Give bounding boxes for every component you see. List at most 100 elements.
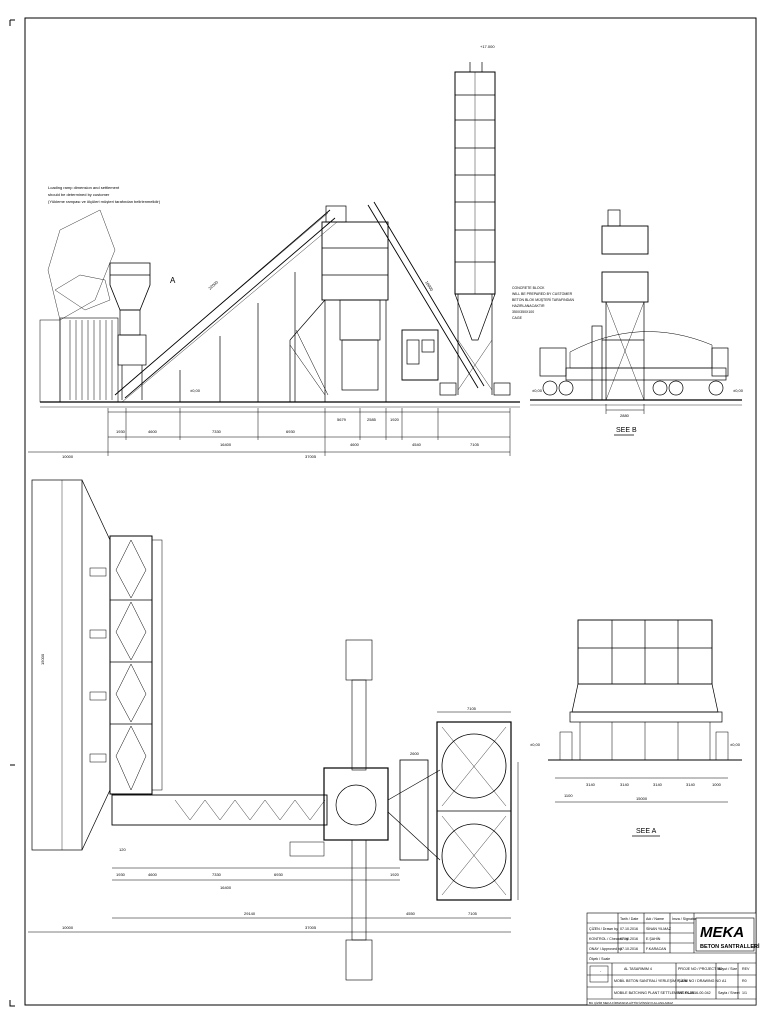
title-block-text: Tarih / Date Adı / Name İmza / Signature… (589, 916, 750, 1005)
dim-text: 10000 (62, 454, 74, 459)
elevation-dim-row2: 16400 4600 4540 7105 10000 37005 (62, 442, 480, 459)
title-line: AL TASARIMIM 4 (624, 967, 652, 971)
dim-text: 5679 (337, 417, 347, 422)
row-date: 07.10.2016 (620, 927, 638, 931)
dim-text: 1930 (116, 429, 126, 434)
col-header: İmza / Signature (672, 916, 698, 921)
note-line: 350X350X100 (512, 310, 534, 314)
note-line: (Yükleme rampası ve ölçüleri müşteri tar… (48, 199, 161, 204)
scale-value: - (600, 969, 602, 973)
title-block-footer: BU ÇİZİM MEKA FİRMASINA AİTTİR İZİNSİZ K… (589, 1000, 673, 1005)
meka-logo: MEKA BETON SANTRALLERİ (695, 917, 760, 952)
silo-top-label: +17.000 (480, 44, 495, 49)
dim-text: 16400 (220, 442, 232, 447)
drawing-frame (24, 17, 757, 1006)
concrete-note: CONCRETE BLOCK WILL BE PREPARED BY CUSTO… (512, 286, 575, 320)
dim-text: 1100 (564, 793, 573, 798)
dim-text: 7105 (468, 911, 478, 916)
dim-text: 3140 (686, 782, 696, 787)
elevation-levels: ±0,00 ±0,00 ±0,00 (190, 388, 744, 393)
dim-text: 4550 (406, 911, 416, 916)
size-value: A1 (722, 979, 726, 983)
note-line: should be determined by customer (48, 192, 110, 197)
dim-text: 2585 (367, 417, 377, 422)
logo-brand: MEKA (700, 924, 744, 941)
dim-text: 15000 (40, 653, 45, 665)
corner-mark (9, 19, 15, 1007)
see-b-title: SEE B (616, 427, 637, 434)
cement-silo (439, 62, 511, 396)
col-header: Tarih / Date (620, 917, 638, 921)
control-cabin (401, 329, 439, 381)
row-label: ONAY / Approved by (589, 947, 622, 951)
dim-text: 120 (119, 847, 126, 852)
row-label: KONTROL / Checked by (589, 937, 628, 941)
dim-text: 4600 (148, 429, 158, 434)
dim-text: 3140 (620, 782, 630, 787)
see-a-title: SEE A (636, 828, 657, 835)
project-label: PROJE NO / PROJECT NO (678, 967, 723, 971)
note-line: CAGE (512, 316, 523, 320)
scale-label: Ölçek / Scale (589, 957, 610, 961)
col-header: Adı / Name (646, 917, 664, 921)
rev-label: REV (742, 967, 750, 971)
dim-text: 1920 (390, 872, 400, 877)
logo-subtitle: BETON SANTRALLERİ (700, 943, 760, 950)
dim-text: 37005 (305, 454, 317, 459)
dim-text: 7330 (212, 872, 222, 877)
elevation-dim-row1: 1930 4600 7330 6930 5679 2585 1920 (116, 417, 400, 434)
see-a-dims: 3140 3140 3140 3140 1000 1100 15000 ±0,0… (530, 742, 741, 801)
mixer-tower (289, 205, 389, 402)
dim-text: 6930 (274, 872, 284, 877)
dim-text: 4600 (148, 872, 158, 877)
screw-length-label: 10000 (424, 280, 435, 293)
dim-text: 4600 (350, 442, 360, 447)
title-line: MOBİL BETON SANTRALİ YERLEŞİM PLANI (614, 978, 687, 983)
dim-text: 16400 (220, 885, 232, 890)
drawing-label: ÇİZİM NO / DRAWING NO (678, 978, 721, 983)
row-name: F.KARACAN (646, 947, 667, 951)
inclined-belt-conveyor (114, 209, 338, 403)
row-label: ÇİZEN / Drawn by (589, 926, 618, 931)
plan-view (28, 479, 519, 981)
size-label: Boyut / Size (718, 967, 737, 971)
dim-text: 7105 (467, 706, 477, 711)
sheet-value: 1/1 (742, 991, 747, 995)
level-label: ±0,00 (530, 742, 541, 747)
row-date: 07.10.2016 (620, 947, 638, 951)
dim-text: 1930 (116, 872, 126, 877)
dim-text: 15000 (636, 796, 648, 801)
sheet-label: Sayfa / Sheet (718, 991, 740, 995)
row-name: SİNAN YILMAZ (646, 926, 672, 931)
row-date: 07.10.2016 (620, 937, 638, 941)
dim-text: 10000 (62, 925, 74, 930)
see-b-view (530, 209, 742, 436)
elevation-dimensions (28, 408, 511, 456)
note-line: BETON BLOK MÜŞTERİ TARAFINDAN (512, 297, 575, 302)
dim-text: 3140 (653, 782, 663, 787)
dim-text: 1000 (712, 782, 722, 787)
elevation-view (28, 62, 520, 456)
level-label: ±0,00 (733, 388, 744, 393)
see-b-tower (591, 209, 649, 401)
screw-conveyor (367, 201, 485, 389)
row-name: E.ŞAHİN (646, 936, 661, 941)
dim-text: 6930 (286, 429, 296, 434)
title-line: MOBILE BATCHING PLANT SETTLEMENT PLAN (614, 991, 695, 995)
level-label: ±0,00 (532, 388, 543, 393)
aggregate-bin (109, 262, 151, 400)
see-a-view (548, 619, 742, 837)
note-line: CONCRETE BLOCK (512, 286, 545, 290)
dim-text: 37005 (305, 925, 317, 930)
note-line: Loading ramp dimension and settlement (48, 185, 120, 190)
dim-text: 4540 (412, 442, 422, 447)
rev-value: R0 (742, 979, 747, 983)
belt-length-label: 22000 (207, 279, 219, 291)
dim-text: 7105 (470, 442, 480, 447)
loading-ramp (39, 209, 119, 403)
section-marker: A (170, 276, 176, 285)
dim-text: 3140 (586, 782, 596, 787)
dim-text: 29140 (244, 911, 256, 916)
note-line: HAZIRLANACAKTIR (512, 304, 545, 308)
